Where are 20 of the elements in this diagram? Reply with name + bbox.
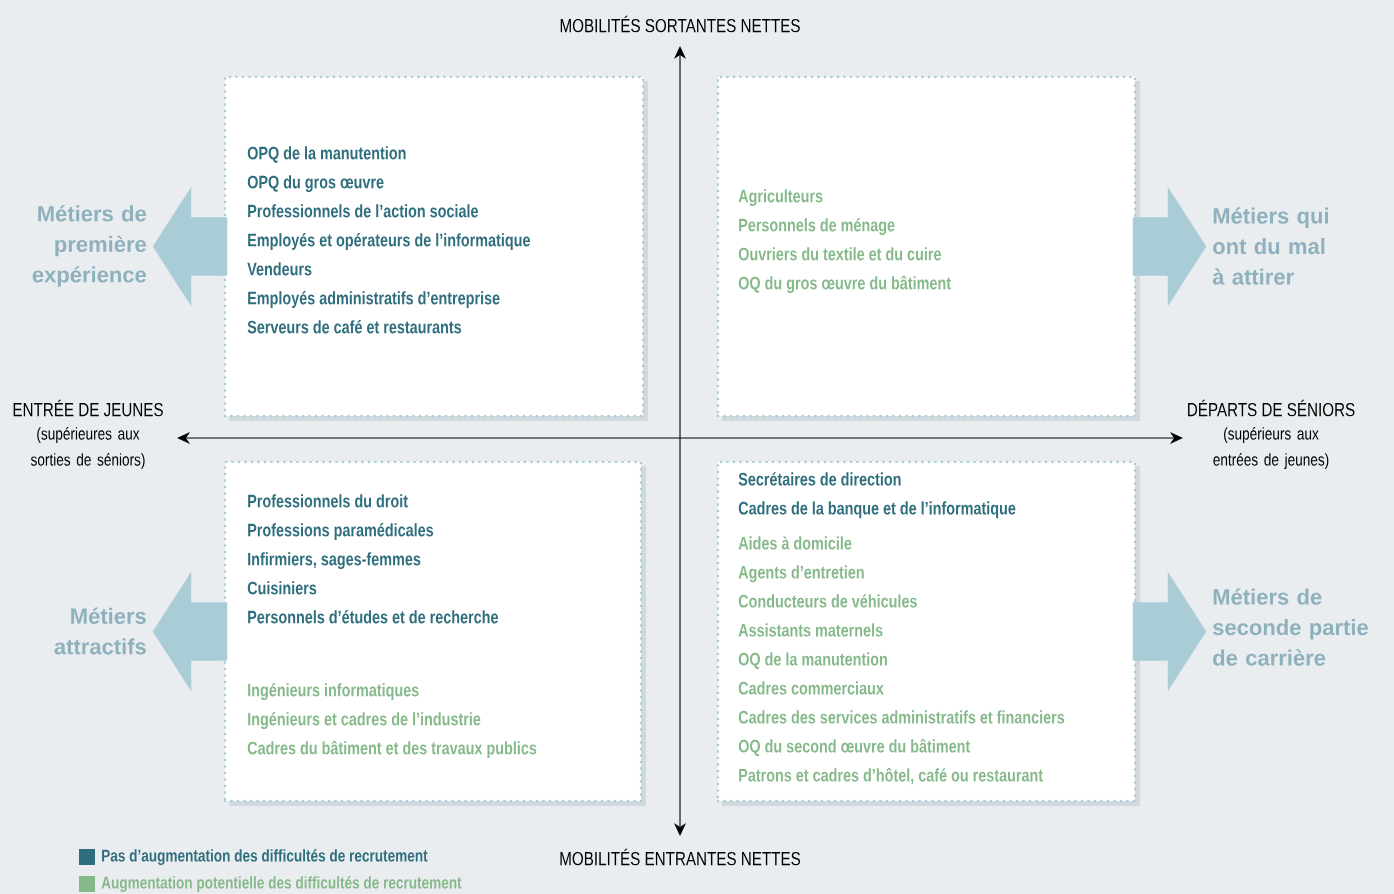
axis-label: (supérieures aux sorties de séniors)	[30, 427, 145, 469]
quadrant-box: Professionnels du droit Professions paramédicales Infirmiers, sages-femmes Cuisiniers Personnels d’études et de recherche Ingénieurs informatiques Ingénieurs et cadres de l’industrie Cadres du bâtiment et des travaux publics	[223, 460, 646, 806]
axis-label: MOBILITÉS ENTRANTES NETTES	[560, 848, 801, 866]
block-arrow	[152, 572, 228, 691]
legend-label: Pas d’augmentation des difficultés de recrutement	[102, 848, 428, 866]
axis-label: (supérieurs aux entrées de jeunes)	[1213, 427, 1329, 470]
block-arrow	[1132, 572, 1207, 691]
side-heading: Métiers de seconde partie de carrière	[1213, 588, 1368, 666]
block-arrow	[152, 187, 228, 306]
axis-label: ENTRÉE DE JEUNES	[13, 399, 163, 417]
quadrant-box: Secrétaires de direction Cadres de la banque et de l’informatique Aides à domicile Agents d’entretien Conducteurs de véhicules Assistants maternels OQ de la manutention Cadres commerciaux Cadres des services administratifs et financiers OQ du second œuvre du bâtiment Patrons et cadres d’hôtel, café ou restaurant	[716, 460, 1140, 806]
legend-label: Augmentation potentielle des difficultés de recrutement	[101, 876, 462, 893]
side-heading: Métiers de première expérience	[32, 205, 147, 287]
side-heading: Métiers attractifs	[54, 607, 146, 655]
block-arrow	[1132, 187, 1207, 306]
quadrant-box: OPQ de la manutention OPQ du gros œuvre Professionnels de l’action sociale Employés et opérateurs de l’informatique Vendeurs Employés administratifs d’entreprise Serveurs de café et restaurants	[223, 75, 648, 421]
side-heading: Métiers qui ont du mal à attirer	[1212, 207, 1328, 285]
axis-label: MOBILITÉS SORTANTES NETTES	[560, 15, 800, 33]
axis-label: DÉPARTS DE SÉNIORS	[1188, 399, 1355, 417]
quadrant-box: Agriculteurs Personnels de ménage Ouvriers du textile et du cuire OQ du gros œuvre du bâtiment	[716, 75, 1140, 421]
